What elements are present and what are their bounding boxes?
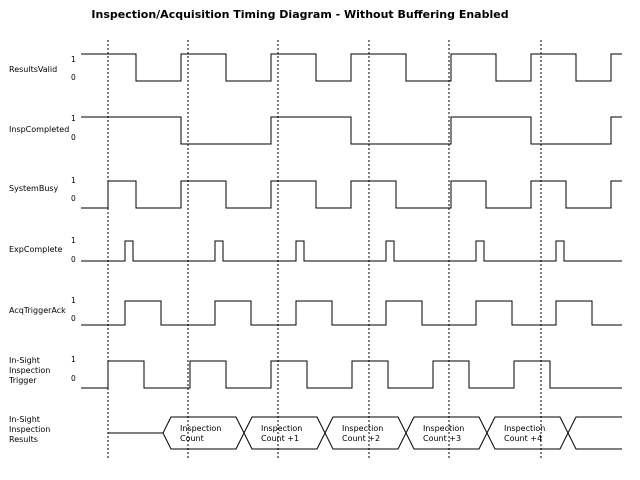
level-high-label: 1 bbox=[71, 176, 76, 185]
result-segment-label: Count bbox=[180, 434, 204, 443]
waveform-inspcompleted bbox=[81, 116, 622, 145]
signal-label-expcomplete: ExpComplete bbox=[9, 245, 63, 254]
signal-rows: ResultsValid10InspCompleted10SystemBusy1… bbox=[8, 53, 622, 389]
result-segment-label: Count +4 bbox=[504, 434, 542, 443]
level-high-label: 1 bbox=[71, 296, 76, 305]
waveform-in-sight-inspection-trigger bbox=[81, 360, 622, 389]
waveform-resultsvalid bbox=[81, 53, 622, 82]
signal-acqtriggerack: AcqTriggerAck 1 0 bbox=[9, 296, 622, 326]
result-segment bbox=[405, 416, 488, 450]
signal-label-in-sight-inspection-trigger: Trigger bbox=[8, 376, 37, 385]
result-segment bbox=[162, 416, 245, 450]
signal-expcomplete: ExpComplete 1 0 bbox=[9, 236, 622, 264]
results-row: In-SightInspectionResultsInspectionCount… bbox=[9, 415, 622, 450]
result-segment-label: Count +1 bbox=[261, 434, 299, 443]
waveform-acqtriggerack bbox=[81, 300, 622, 326]
level-high-label: 1 bbox=[71, 236, 76, 245]
level-low-label: 0 bbox=[71, 133, 76, 142]
waveform-expcomplete bbox=[81, 240, 622, 262]
result-segment-label: Count +2 bbox=[342, 434, 380, 443]
level-low-label: 0 bbox=[71, 374, 76, 383]
results-row-label: Inspection bbox=[9, 425, 50, 434]
level-low-label: 0 bbox=[71, 255, 76, 264]
waveform-systembusy bbox=[81, 180, 622, 209]
level-high-label: 1 bbox=[71, 355, 76, 364]
signal-systembusy: SystemBusy 1 0 bbox=[9, 176, 622, 209]
result-segment bbox=[243, 416, 326, 450]
level-high-label: 1 bbox=[71, 114, 76, 123]
result-segment-label: Inspection bbox=[504, 424, 545, 433]
result-segment bbox=[486, 416, 569, 450]
results-row-label: Results bbox=[9, 435, 38, 444]
level-low-label: 0 bbox=[71, 73, 76, 82]
result-segment-open bbox=[567, 416, 622, 450]
level-low-label: 0 bbox=[71, 194, 76, 203]
diagram-title: Inspection/Acquisition Timing Diagram - … bbox=[91, 8, 509, 21]
result-segment-label: Inspection bbox=[423, 424, 464, 433]
level-high-label: 1 bbox=[71, 55, 76, 64]
signal-resultsvalid: ResultsValid 1 0 bbox=[9, 53, 622, 82]
result-segment-label: Inspection bbox=[180, 424, 221, 433]
signal-label-acqtriggerack: AcqTriggerAck bbox=[9, 306, 66, 315]
results-row-label: In-Sight bbox=[9, 415, 40, 424]
signal-label-systembusy: SystemBusy bbox=[9, 184, 59, 193]
level-low-label: 0 bbox=[71, 314, 76, 323]
signal-label-inspcompleted: InspCompleted bbox=[9, 125, 69, 134]
result-segment-label: Inspection bbox=[261, 424, 302, 433]
result-segment-label: Count +3 bbox=[423, 434, 461, 443]
result-segment-label: Inspection bbox=[342, 424, 383, 433]
signal-label-resultsvalid: ResultsValid bbox=[9, 65, 57, 74]
signal-label-in-sight-inspection-trigger: Inspection bbox=[9, 366, 50, 375]
result-segment bbox=[324, 416, 407, 450]
signal-label-in-sight-inspection-trigger: In-Sight bbox=[9, 356, 40, 365]
